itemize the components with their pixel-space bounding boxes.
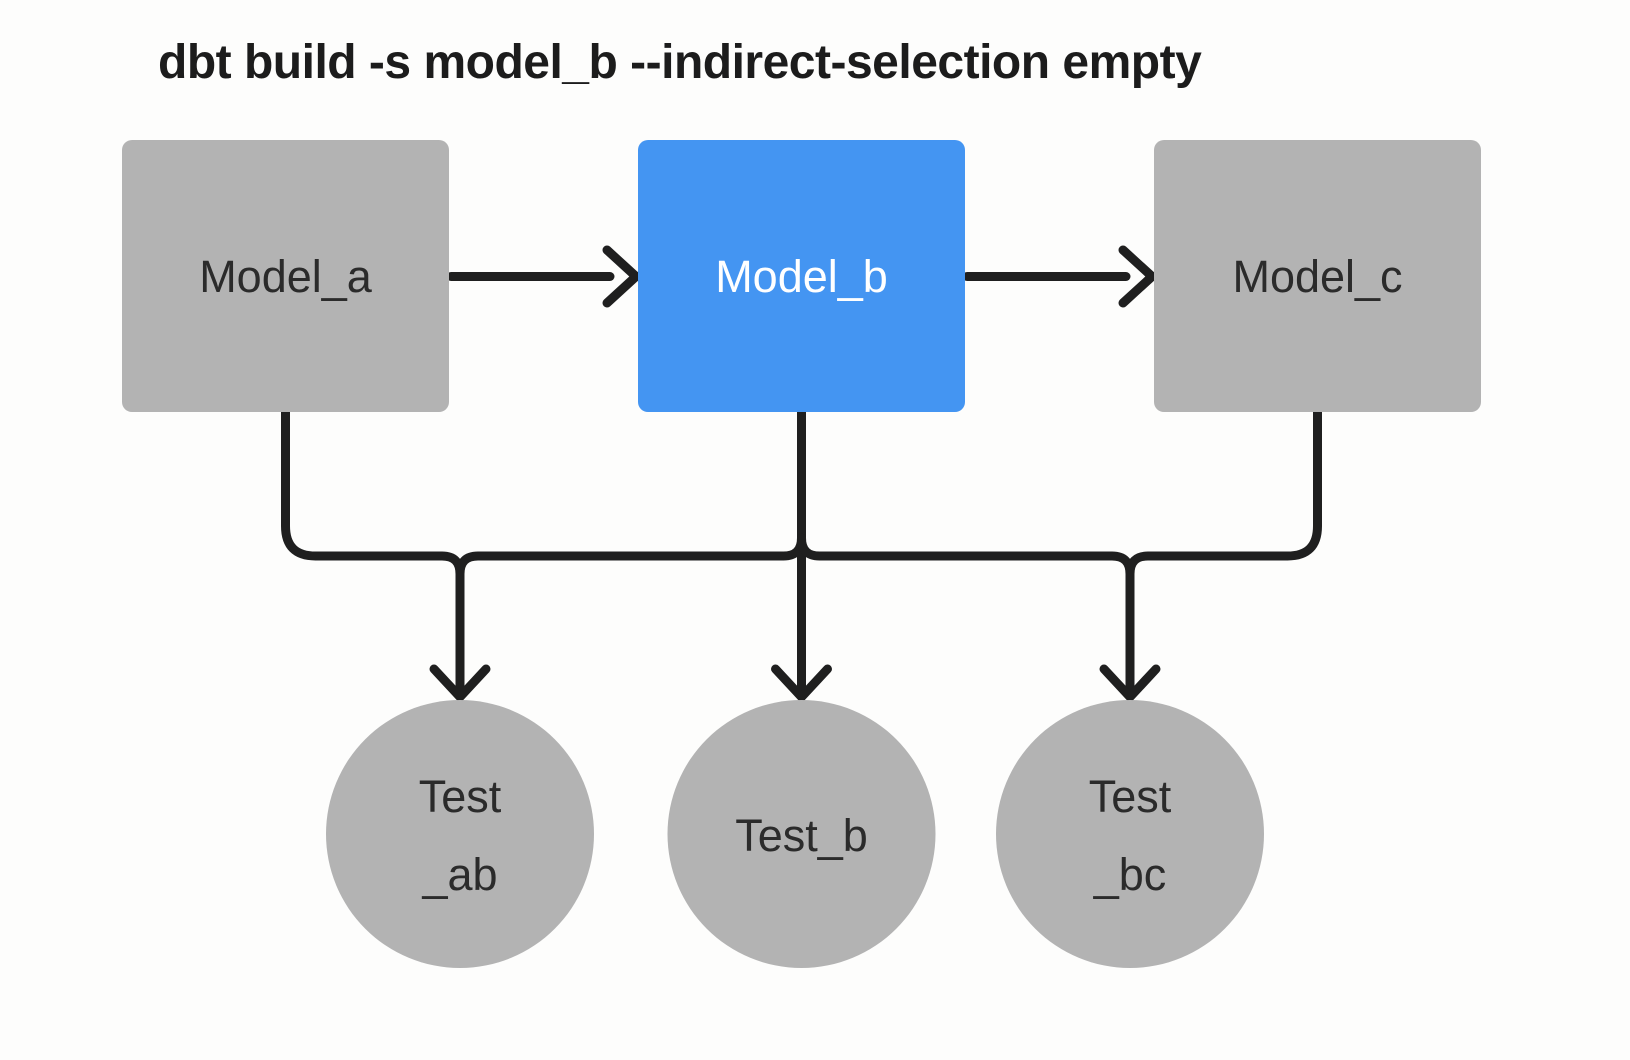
edge-test_b-arrowhead-icon xyxy=(771,664,832,702)
node-test_bc-label-line1: Test xyxy=(1089,771,1172,822)
node-test_ab: Test _ab xyxy=(326,700,594,968)
node-test_ab-label-line2: _ab xyxy=(421,849,497,900)
node-test_b: Test_b xyxy=(667,700,936,968)
node-model_a-box xyxy=(122,140,449,412)
node-test_ab-circle xyxy=(326,700,594,968)
node-test_bc-circle xyxy=(996,700,1264,968)
edge-test_ab-arrowhead-icon xyxy=(429,664,491,702)
edge-model_b-model_c-arrowhead-icon xyxy=(1118,245,1157,308)
node-model_a: Model_a xyxy=(122,140,449,412)
node-model_c: Model_c xyxy=(1154,140,1481,412)
node-test_ab-label-line1: Test xyxy=(419,771,502,822)
node-test_b-label: Test_b xyxy=(735,810,868,861)
node-model_b: Model_b xyxy=(638,140,965,412)
node-model_c-box xyxy=(1154,140,1481,412)
node-test_b-circle xyxy=(667,700,936,968)
edge-model_b-test_ab xyxy=(455,533,806,697)
diagram-title: dbt build -s model_b --indirect-selectio… xyxy=(158,36,1202,89)
node-model_b-box xyxy=(638,140,965,412)
edge-model_a-model_b-arrowhead-icon xyxy=(602,245,641,308)
node-test_bc-label-line2: _bc xyxy=(1093,849,1167,900)
node-model_c-label: Model_c xyxy=(1232,251,1402,302)
node-model_a-label: Model_a xyxy=(199,251,373,302)
edge-model_b-test_bc xyxy=(797,533,1135,697)
edge-group xyxy=(281,245,1322,702)
edge-test_bc-arrowhead-icon xyxy=(1099,664,1161,702)
node-model_b-label: Model_b xyxy=(715,251,888,302)
edge-model_a-test_ab xyxy=(281,407,465,697)
node-test_bc: Test _bc xyxy=(996,700,1264,968)
edge-model_c-test_bc xyxy=(1125,407,1322,697)
